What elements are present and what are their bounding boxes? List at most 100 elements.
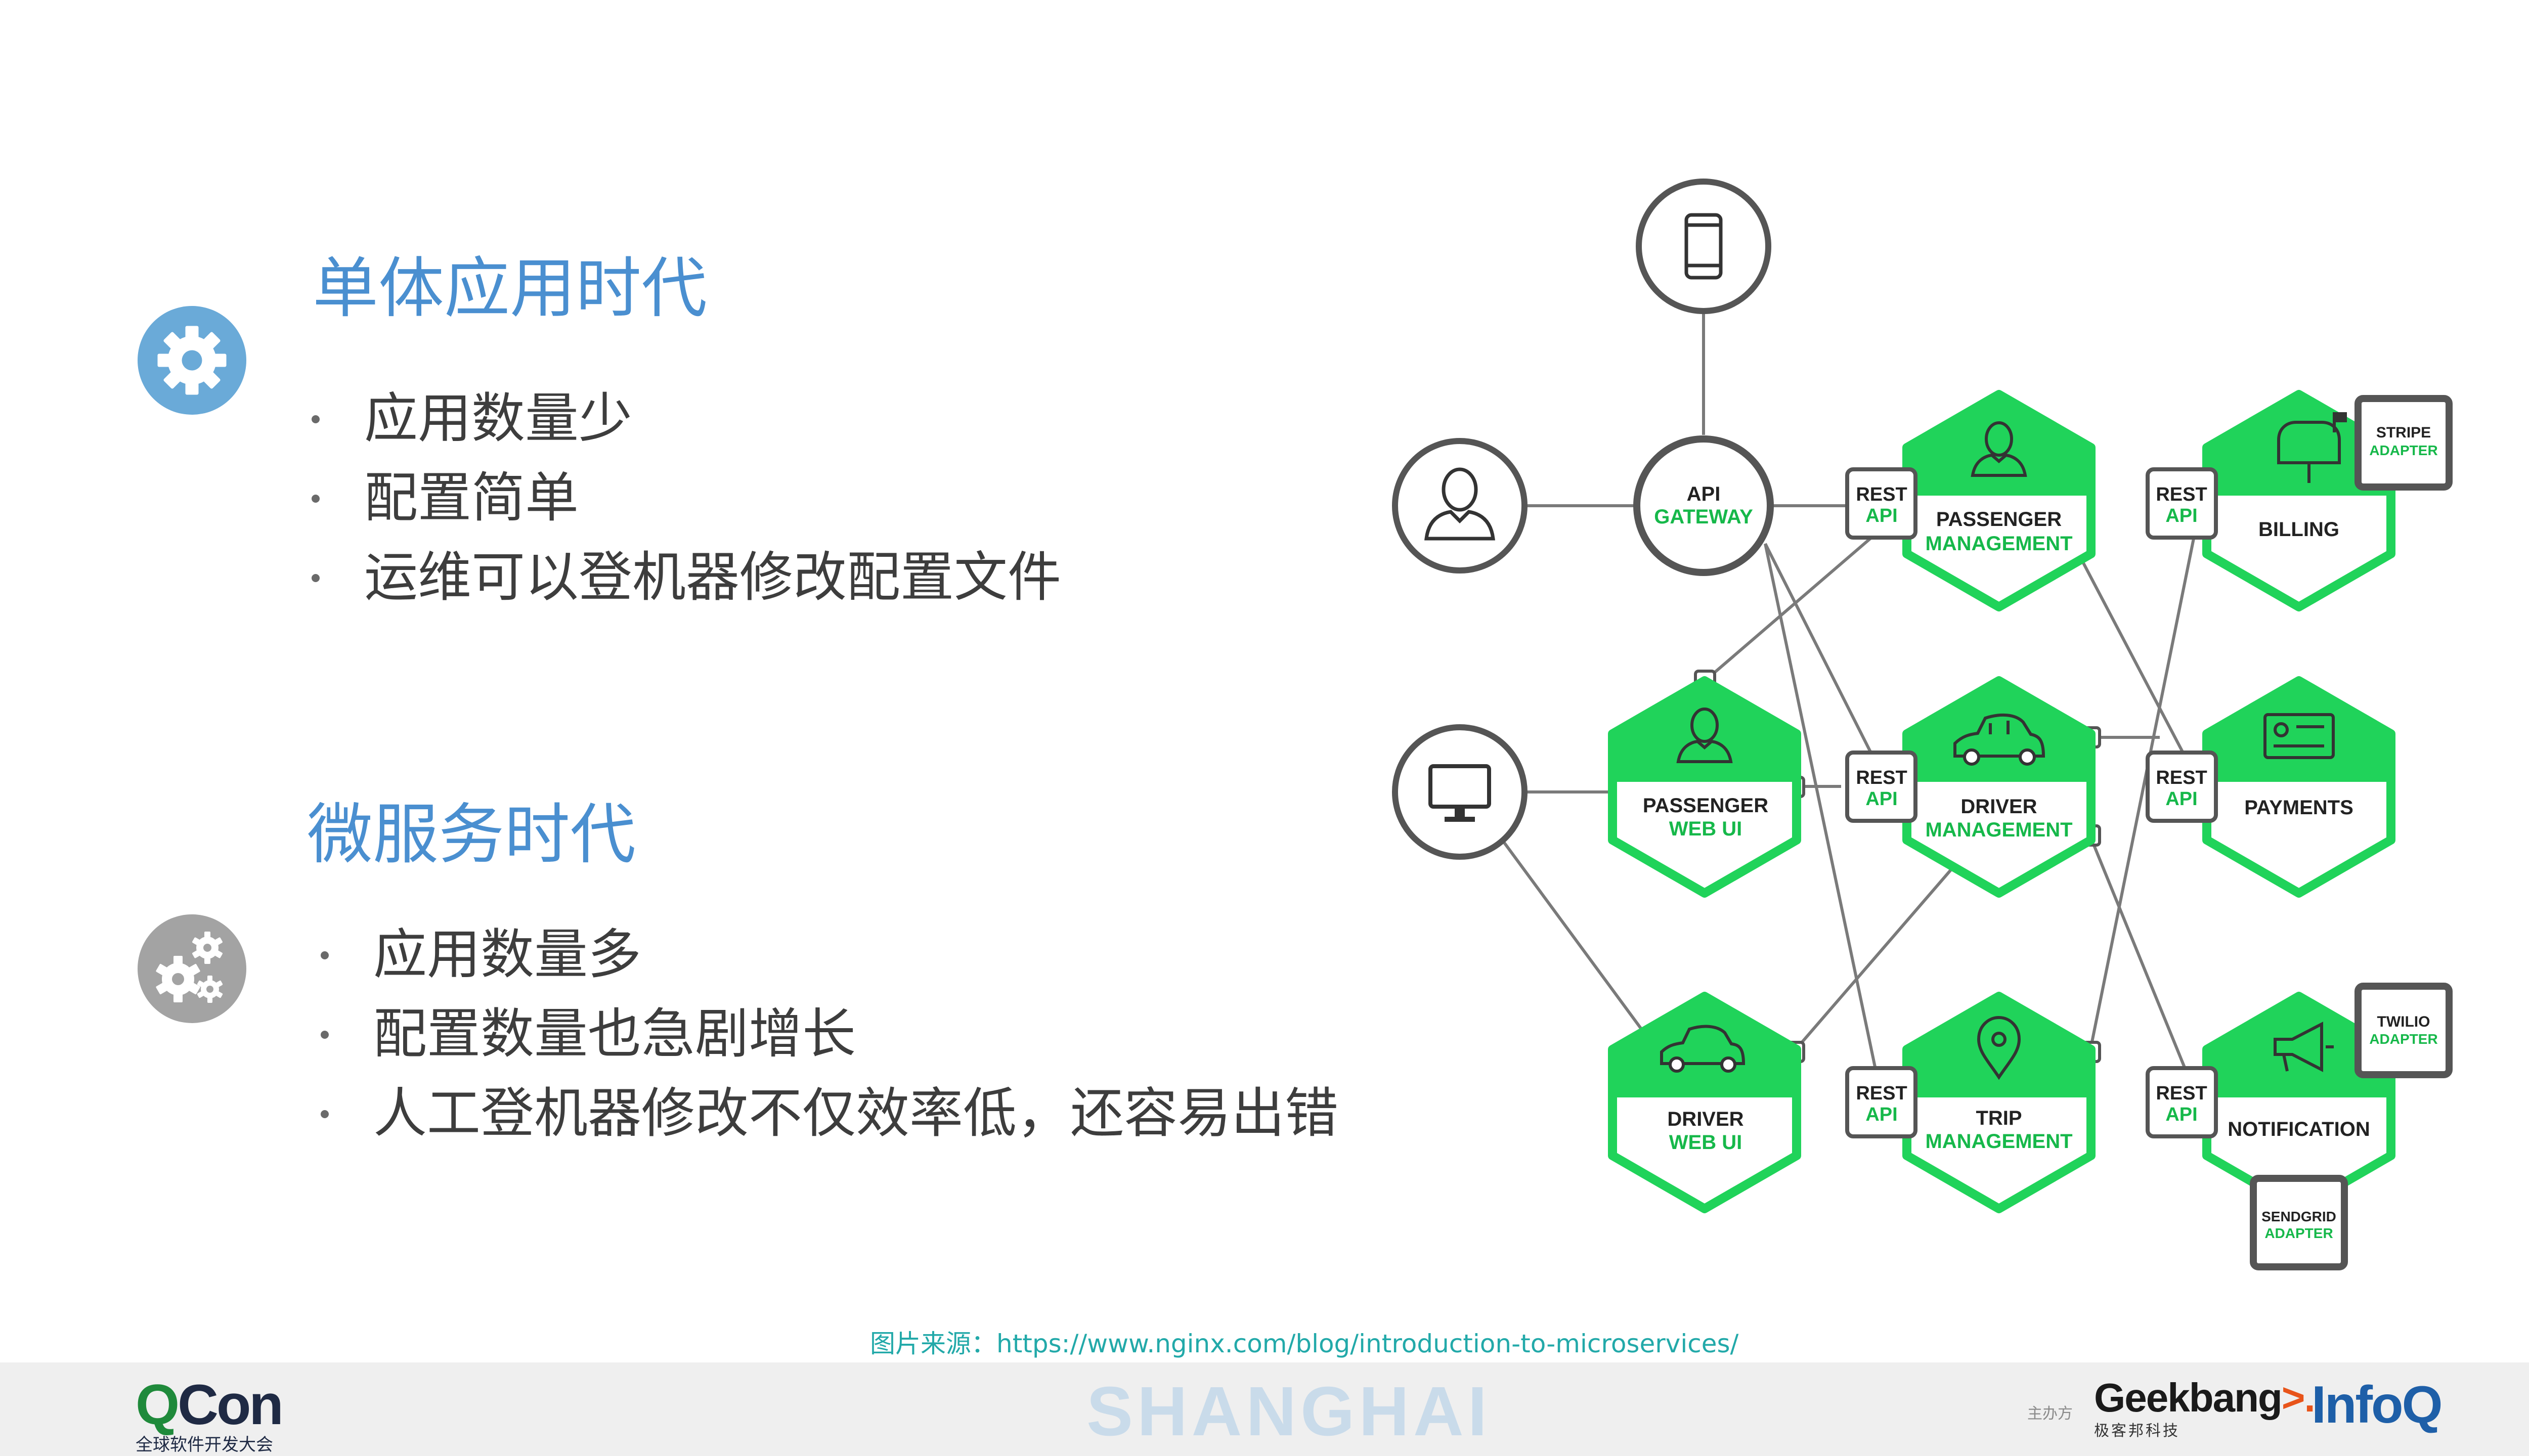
connector-line bbox=[2088, 834, 2197, 1094]
api-label: API bbox=[1865, 788, 1897, 810]
qcon-subtitle: 全球软件开发大会 bbox=[136, 1435, 273, 1455]
list-item: 运维可以登机器修改配置文件 bbox=[312, 551, 1061, 630]
list-item-text: 人工登机器修改不仅效率低，还容易出错 bbox=[373, 1082, 1338, 1144]
service-passenger-web-ui: PASSENGER WEB UI bbox=[1612, 681, 1797, 893]
service-name: DRIVER bbox=[1960, 796, 2037, 818]
adapter-stripe: STRIPE ADAPTER bbox=[2354, 395, 2453, 491]
person-icon bbox=[1971, 421, 2027, 477]
section-title-monolith: 单体应用时代 bbox=[313, 250, 708, 327]
rest-api-box: REST API bbox=[1845, 467, 1917, 540]
service-sub: MANAGEMENT bbox=[1925, 819, 2072, 841]
service-sub: WEB UI bbox=[1669, 1131, 1742, 1154]
list-item: 人工登机器修改不仅效率低，还容易出错 bbox=[321, 1087, 1338, 1166]
adapter-name: TWILIO bbox=[2377, 1013, 2430, 1030]
list-item: 应用数量少 bbox=[312, 392, 1061, 471]
location-pin-icon bbox=[1977, 1016, 2021, 1080]
bullet-dot bbox=[321, 1110, 329, 1118]
service-sub: MANAGEMENT bbox=[1925, 1130, 2072, 1153]
source-link[interactable]: https://www.nginx.com/blog/introduction-… bbox=[996, 1329, 1739, 1358]
adapter-sub: ADAPTER bbox=[2369, 443, 2437, 458]
bullet-dot bbox=[321, 1031, 329, 1039]
adapter-twilio: TWILIO ADAPTER bbox=[2354, 983, 2453, 1078]
service-notification: NOTIFICATION bbox=[2207, 996, 2391, 1209]
mobile-client bbox=[1636, 179, 1771, 314]
api-label: API bbox=[2165, 1104, 2197, 1125]
qcon-logo-q: Q bbox=[136, 1373, 180, 1436]
connection-lines bbox=[1497, 314, 2246, 1094]
connector-line bbox=[1764, 543, 1882, 1094]
adapter-sub: ADAPTER bbox=[2369, 1031, 2437, 1047]
service-name: PAYMENTS bbox=[2244, 797, 2353, 819]
city-label: SHANGHAI bbox=[1086, 1373, 1492, 1450]
connector-line bbox=[1497, 833, 1650, 1040]
bullet-dot bbox=[312, 495, 320, 503]
list-item-text: 应用数量多 bbox=[373, 923, 641, 986]
monolith-bullet-list: 应用数量少 配置简单 运维可以登机器修改配置文件 bbox=[312, 392, 1061, 630]
gateway-label-line2: GATEWAY bbox=[1654, 506, 1753, 528]
rest-label: REST bbox=[2156, 1083, 2207, 1104]
person-icon bbox=[1676, 708, 1733, 763]
image-source: 图片来源：https://www.nginx.com/blog/introduc… bbox=[870, 1323, 1738, 1360]
connector-line bbox=[1792, 861, 1959, 1053]
service-name: DRIVER bbox=[1667, 1108, 1743, 1130]
service-passenger-management: PASSENGER MANAGEMENT bbox=[1907, 394, 2091, 607]
adapter-sendgrid: SENDGRID ADAPTER bbox=[2250, 1175, 2348, 1270]
service-name: BILLING bbox=[2258, 518, 2339, 541]
infoq-logo: InfoQ bbox=[2312, 1376, 2443, 1434]
car-icon bbox=[1660, 1025, 1746, 1073]
microservices-bullet-list: 应用数量多 配置数量也急剧增长 人工登机器修改不仅效率低，还容易出错 bbox=[321, 928, 1338, 1166]
rest-label: REST bbox=[1856, 484, 1907, 505]
api-label: API bbox=[1865, 1104, 1897, 1125]
api-label: API bbox=[1865, 505, 1897, 526]
geekbang-logo-arrow: >. bbox=[2281, 1375, 2316, 1420]
gear-icon bbox=[138, 306, 246, 415]
rest-api-box: REST API bbox=[2146, 467, 2218, 540]
service-trip-management: TRIP MANAGEMENT bbox=[1907, 996, 2091, 1209]
service-name: PASSENGER bbox=[1936, 508, 2062, 531]
rest-label: REST bbox=[1856, 1083, 1907, 1104]
source-label: 图片来源： bbox=[870, 1329, 996, 1358]
monitor-icon bbox=[1428, 764, 1491, 822]
megaphone-icon bbox=[2274, 1022, 2334, 1072]
connector-line bbox=[1705, 530, 1880, 682]
gears-icon bbox=[138, 914, 246, 1023]
api-label: API bbox=[2165, 788, 2197, 810]
adapter-name: STRIPE bbox=[2376, 424, 2431, 441]
connector-line bbox=[2088, 531, 2197, 1052]
service-sub: MANAGEMENT bbox=[1925, 533, 2072, 555]
geekbang-logo-text: Geekbang bbox=[2094, 1375, 2283, 1420]
card-icon bbox=[2263, 713, 2335, 759]
rest-label: REST bbox=[2156, 484, 2207, 505]
mailbox-icon bbox=[2277, 412, 2347, 483]
desktop-client bbox=[1392, 724, 1528, 860]
rest-api-box: REST API bbox=[2146, 1066, 2218, 1138]
section-title-microservices: 微服务时代 bbox=[307, 796, 636, 873]
qcon-logo-text: Con bbox=[178, 1373, 284, 1436]
gateway-label-line1: API bbox=[1687, 483, 1721, 505]
api-label: API bbox=[2165, 505, 2197, 526]
service-driver-management: DRIVER MANAGEMENT bbox=[1907, 681, 2091, 893]
microservices-architecture-diagram: API GATEWAY PASSENGER MANAGEMENT BILLING… bbox=[1392, 179, 2453, 1270]
service-payments: PAYMENTS bbox=[2207, 681, 2391, 893]
geekbang-logo: Geekbang>. 极客邦科技 bbox=[2094, 1375, 2316, 1440]
passenger-client bbox=[1392, 438, 1528, 573]
adapter-sub: ADAPTER bbox=[2264, 1225, 2333, 1241]
person-icon bbox=[1424, 467, 1495, 541]
service-sub: WEB UI bbox=[1669, 818, 1742, 840]
rest-label: REST bbox=[1856, 767, 1907, 788]
organizer-label: 主办方 bbox=[2027, 1405, 2073, 1423]
qcon-logo: QCon 全球软件开发大会 bbox=[136, 1377, 284, 1455]
smartphone-icon bbox=[1684, 213, 1723, 280]
adapter-name: SENDGRID bbox=[2261, 1209, 2336, 1224]
geekbang-subtitle: 极客邦科技 bbox=[2094, 1422, 2180, 1440]
rest-api-box: REST API bbox=[1845, 751, 1917, 823]
bullet-dot bbox=[321, 951, 329, 959]
connector-line bbox=[2078, 555, 2197, 777]
list-item: 应用数量多 bbox=[321, 928, 1338, 1007]
connector-line bbox=[1764, 543, 1884, 777]
list-item: 配置简单 bbox=[312, 471, 1061, 551]
service-driver-web-ui: DRIVER WEB UI bbox=[1612, 996, 1797, 1209]
service-name: PASSENGER bbox=[1643, 795, 1768, 817]
service-billing: BILLING bbox=[2207, 394, 2391, 607]
service-name: TRIP bbox=[1976, 1107, 2022, 1129]
